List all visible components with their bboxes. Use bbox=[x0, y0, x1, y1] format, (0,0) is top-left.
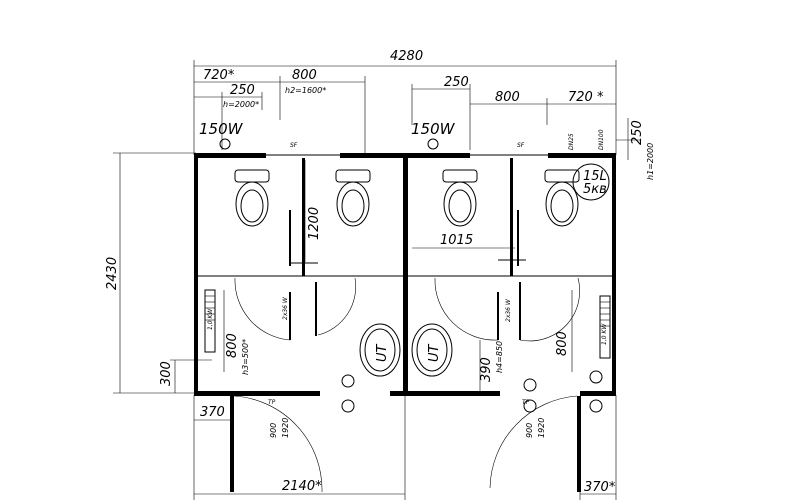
heater-left bbox=[204, 289, 216, 353]
toilet-1 bbox=[234, 169, 270, 227]
urinal-left bbox=[359, 323, 401, 377]
dim-top-left-720: 720* bbox=[203, 68, 235, 83]
dim-370-right: 370* bbox=[584, 480, 616, 495]
boiler-label-1: 15L bbox=[583, 169, 607, 184]
dim-h1-2000: h1=2000 bbox=[646, 143, 655, 180]
door-1920-left: 1920 bbox=[281, 418, 290, 438]
urinal-left-label: UT bbox=[375, 343, 390, 362]
dn25-label: DN25 bbox=[568, 133, 575, 150]
dim-overall-height: 2430 bbox=[105, 257, 120, 290]
dim-top-right-250: 250 bbox=[444, 75, 469, 90]
dim-h3-500: h3=500* bbox=[241, 339, 250, 375]
door-1920-right: 1920 bbox=[537, 418, 546, 438]
lamp-right-label: 2x36 W bbox=[505, 298, 512, 322]
toilet-4 bbox=[544, 169, 580, 227]
dim-right-250: 250 bbox=[630, 120, 645, 145]
dim-overall-width: 4280 bbox=[390, 49, 423, 64]
heater-left-label: 1,0 KW bbox=[207, 308, 214, 330]
dim-2140: 2140* bbox=[282, 479, 322, 494]
dim-370-left: 370 bbox=[200, 405, 225, 420]
dim-top-left-800: 800 bbox=[292, 68, 317, 83]
urinal-right bbox=[411, 323, 453, 377]
power-left: 150W bbox=[199, 120, 244, 138]
power-right: 150W bbox=[411, 120, 456, 138]
dim-300: 300 bbox=[159, 361, 174, 386]
sf-right: SF bbox=[517, 142, 525, 149]
dim-1200: 1200 bbox=[307, 207, 322, 240]
tp-left: TP bbox=[268, 399, 276, 406]
dim-800-left: 800 bbox=[225, 333, 240, 358]
dim-390: 390 bbox=[479, 357, 494, 382]
door-900-left: 900 bbox=[269, 423, 278, 438]
cabin-doors bbox=[234, 210, 580, 342]
entrance-doors bbox=[230, 395, 581, 493]
tp-right: TP bbox=[522, 399, 530, 406]
toilet-2 bbox=[335, 169, 371, 227]
switches bbox=[219, 138, 603, 413]
dim-top-right-720: 720 * bbox=[568, 90, 604, 105]
dim-1015: 1015 bbox=[440, 233, 473, 248]
boiler-circle bbox=[572, 163, 610, 201]
dn100-label: DN100 bbox=[598, 129, 605, 150]
dim-top-left-250: 250 bbox=[230, 83, 255, 98]
sf-left: SF bbox=[290, 142, 298, 149]
door-900-right: 900 bbox=[525, 423, 534, 438]
boiler-label-2: 5кв bbox=[583, 182, 607, 197]
urinal-right-label: UT bbox=[427, 343, 442, 362]
dim-top-right-800: 800 bbox=[495, 90, 520, 105]
dimension-lines bbox=[113, 60, 640, 500]
heater-right bbox=[599, 295, 611, 359]
dim-h4-850: h4=850 bbox=[495, 341, 504, 373]
dim-800-right: 800 bbox=[555, 331, 570, 356]
dim-h2-1600: h2=1600* bbox=[285, 86, 326, 95]
heater-right-label: 1,0 KW bbox=[601, 323, 608, 345]
dim-h2000-left: h=2000* bbox=[223, 100, 259, 109]
toilet-3 bbox=[442, 169, 478, 227]
lamp-left-label: 2x36 W bbox=[282, 296, 289, 320]
walls bbox=[194, 153, 616, 396]
